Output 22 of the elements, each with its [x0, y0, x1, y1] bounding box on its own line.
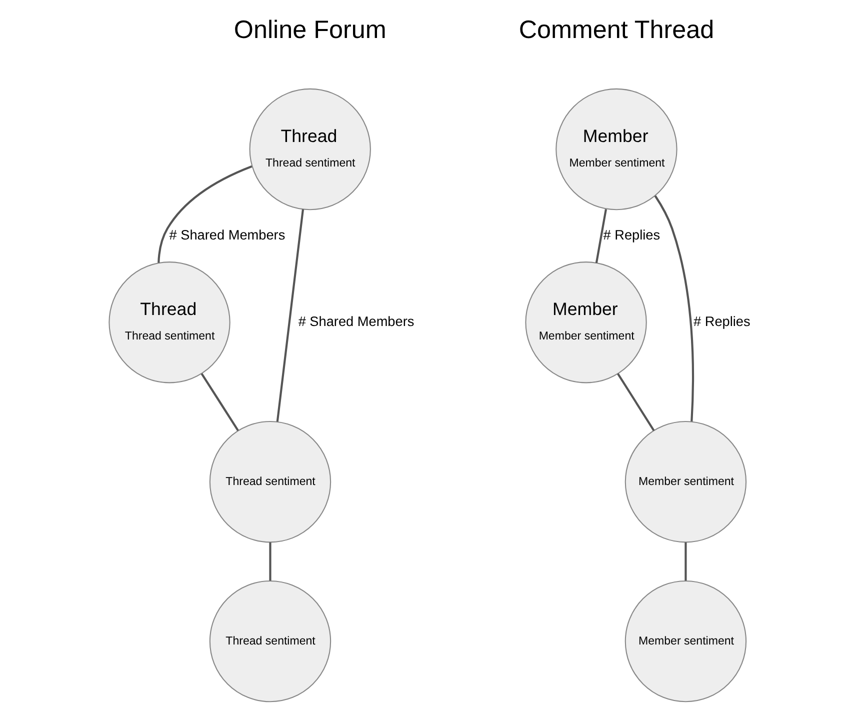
- connector: [616, 373, 654, 432]
- label: Comment Thread: [518, 16, 714, 44]
- connector: [268, 542, 271, 581]
- connector: [594, 209, 607, 264]
- connector: [157, 165, 252, 263]
- node-circle: Member sentiment: [624, 421, 746, 543]
- connector: [684, 542, 686, 581]
- node-circle: Thread Thread sentiment: [248, 88, 370, 210]
- edge-label: # Shared Members: [168, 227, 285, 242]
- node-circle: Thread Thread sentiment: [108, 262, 230, 384]
- label: Online Forum: [233, 16, 386, 44]
- node-circle: Member Member sentiment: [524, 262, 646, 384]
- edge-label: # Replies: [602, 227, 660, 242]
- node-circle: Member Member sentiment: [555, 88, 677, 210]
- edge-label: # Shared Members: [298, 314, 414, 329]
- node-circle: Thread sentiment: [208, 421, 331, 543]
- edge-label: # Replies: [692, 314, 750, 329]
- node-circle: Member sentiment: [624, 580, 746, 702]
- connector: [200, 373, 238, 432]
- connector: [276, 209, 304, 422]
- node-circle: Thread sentiment: [208, 580, 331, 702]
- connector: [654, 195, 694, 422]
